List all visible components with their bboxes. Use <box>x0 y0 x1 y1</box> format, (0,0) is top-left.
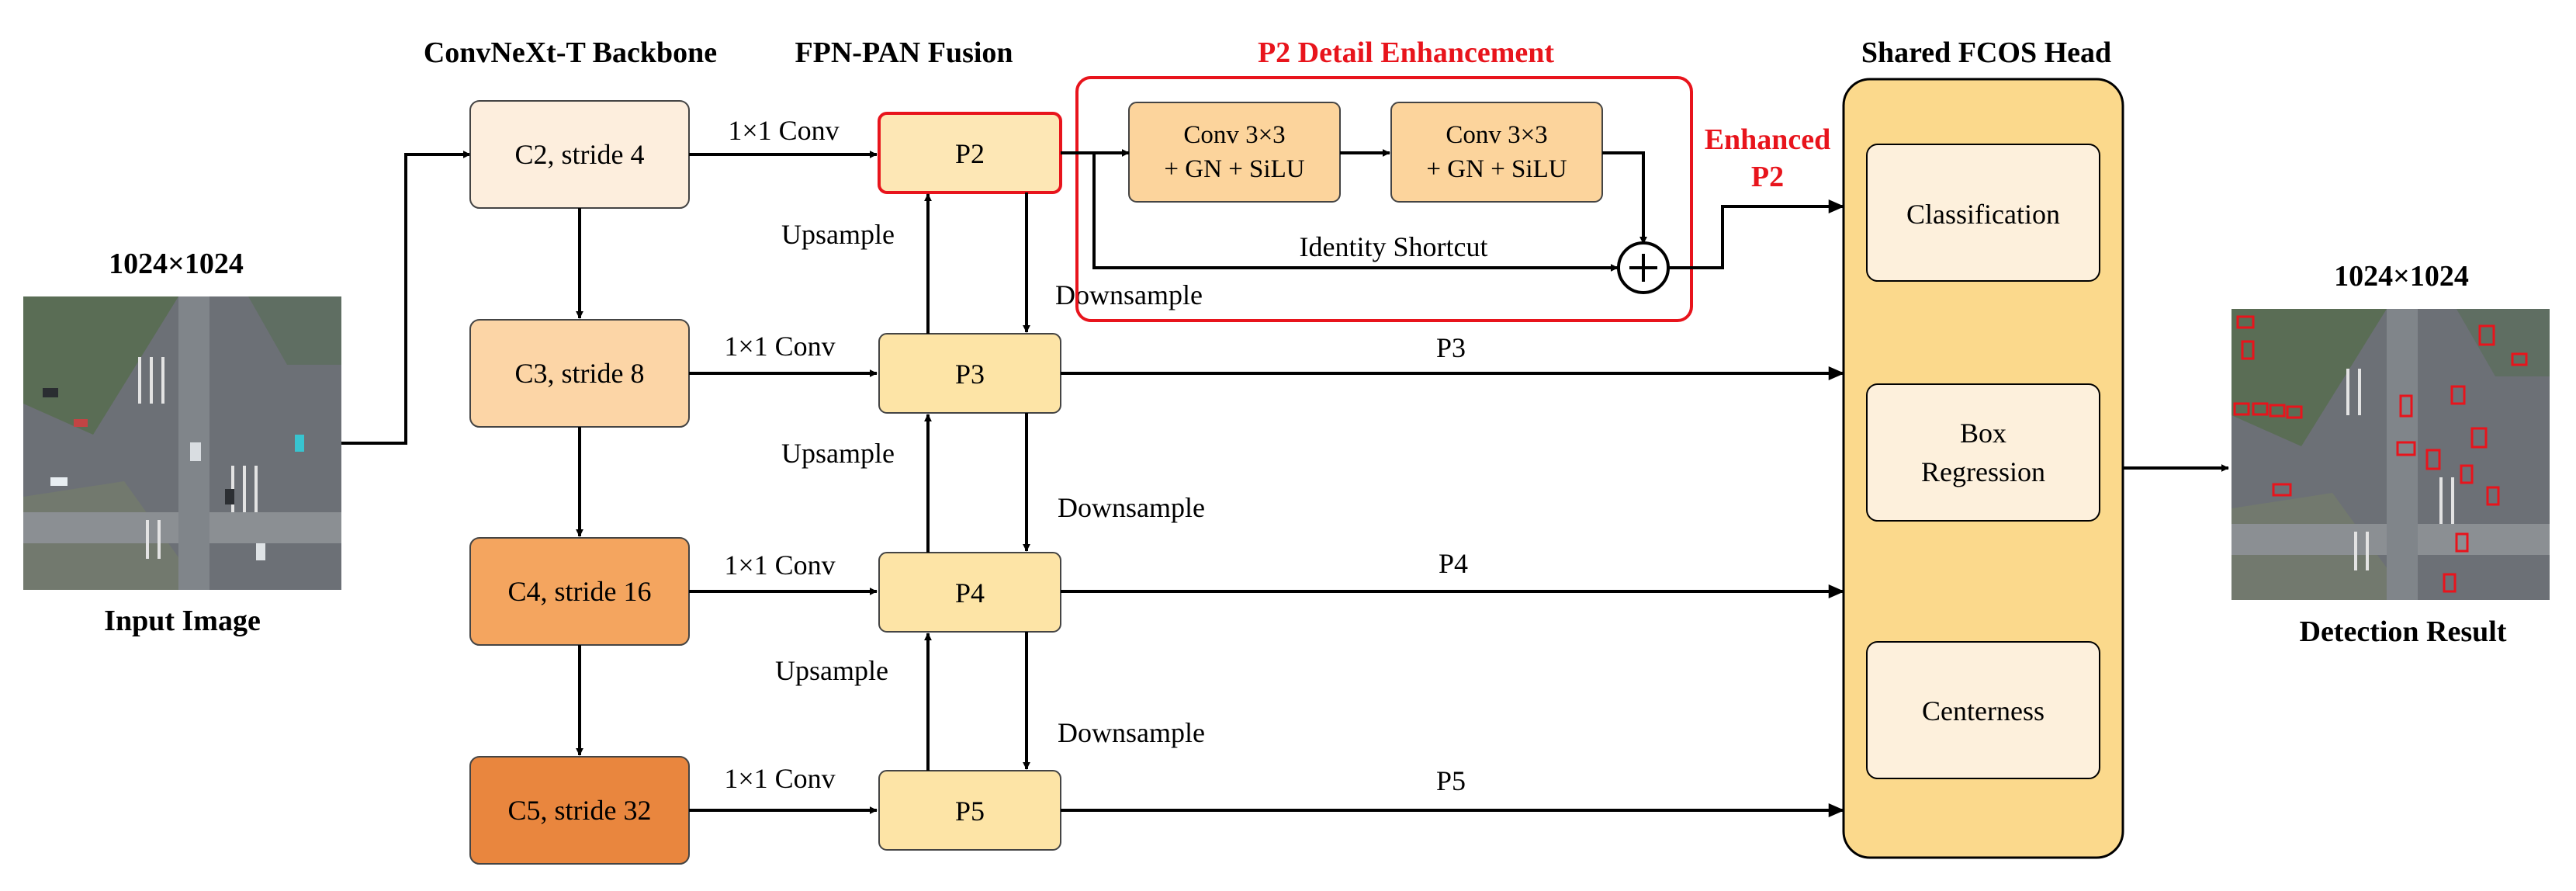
upsample-label-3: Upsample <box>775 655 888 686</box>
p2-label: P2 <box>955 138 985 169</box>
p4-block: P4 <box>878 552 1061 633</box>
p5-edge-label: P5 <box>1436 765 1466 796</box>
detection-boxes <box>2233 315 2528 593</box>
p5-label: P5 <box>955 796 985 827</box>
enh-2-to-add-arrow <box>1602 151 1647 244</box>
conv-label-c4: 1×1 Conv <box>724 550 835 581</box>
c2-label: C2, stride 4 <box>515 139 645 170</box>
c4-block: C4, stride 16 <box>469 537 690 646</box>
box-regression-line2: Regression <box>1921 456 2045 487</box>
downsample-label-3: Downsample <box>1058 717 1205 748</box>
enhanced-label-line1: Enhanced <box>1705 123 1831 156</box>
enhancement-frame <box>1075 76 1693 322</box>
enhancement-title: P2 Detail Enhancement <box>1258 36 1554 69</box>
output-caption: Detection Result <box>2300 615 2507 648</box>
identity-shortcut-label: Identity Shortcut <box>1300 231 1488 262</box>
enhanced-label-line2: P2 <box>1751 161 1784 193</box>
centerness-block: Centerness <box>1866 641 2100 779</box>
downsample-label-1: Downsample <box>1055 279 1203 310</box>
conv-label-c3: 1×1 Conv <box>724 331 835 362</box>
classification-label: Classification <box>1906 199 2060 230</box>
p5-block: P5 <box>878 770 1061 851</box>
enh-conv-block-2: Conv 3×3 + GN + SiLU <box>1390 102 1603 203</box>
output-size-label: 1024×1024 <box>2334 260 2469 293</box>
enh-conv-block-1: Conv 3×3 + GN + SiLU <box>1128 102 1341 203</box>
p3-block: P3 <box>878 333 1061 414</box>
p3-edge-label: P3 <box>1436 332 1466 363</box>
enh-conv-1-line2: + GN + SiLU <box>1164 155 1304 183</box>
centerness-label: Centerness <box>1922 695 2045 726</box>
input-size-label: 1024×1024 <box>109 248 244 280</box>
box-regression-block: Box Regression <box>1866 383 2100 522</box>
classification-block: Classification <box>1866 144 2100 282</box>
c3-label: C3, stride 8 <box>515 358 645 389</box>
enh-conv-1-line1: Conv 3×3 <box>1183 121 1285 149</box>
p4-label: P4 <box>955 577 985 608</box>
enh-conv-2-line2: + GN + SiLU <box>1426 155 1567 183</box>
conv-label-c2: 1×1 Conv <box>728 115 839 146</box>
downsample-label-2: Downsample <box>1058 492 1205 523</box>
box-regression-line1: Box <box>1960 418 2006 449</box>
c5-block: C5, stride 32 <box>469 756 690 865</box>
upsample-label-2: Upsample <box>781 438 895 469</box>
backbone-title: ConvNeXt-T Backbone <box>424 36 717 69</box>
c4-label: C4, stride 16 <box>508 576 652 607</box>
input-to-c2-arrow <box>341 151 471 445</box>
upsample-label-1: Upsample <box>781 219 895 250</box>
output-detection-image <box>2231 309 2550 600</box>
conv-label-c5: 1×1 Conv <box>724 763 835 794</box>
fusion-title: FPN-PAN Fusion <box>795 36 1013 69</box>
head-title: Shared FCOS Head <box>1861 36 2111 69</box>
p4-edge-label: P4 <box>1439 548 1468 579</box>
enh-conv-2-line1: Conv 3×3 <box>1446 121 1547 149</box>
identity-shortcut-arrow <box>1092 153 1619 272</box>
enhanced-p2-to-head-arrow <box>1668 199 1845 269</box>
p3-label: P3 <box>955 359 985 390</box>
add-node <box>1617 241 1670 294</box>
c5-label: C5, stride 32 <box>508 795 652 826</box>
c3-block: C3, stride 8 <box>469 319 690 428</box>
input-aerial-image <box>23 296 341 590</box>
input-caption: Input Image <box>104 605 261 637</box>
c2-block: C2, stride 4 <box>469 100 690 209</box>
p2-block: P2 <box>878 112 1062 194</box>
